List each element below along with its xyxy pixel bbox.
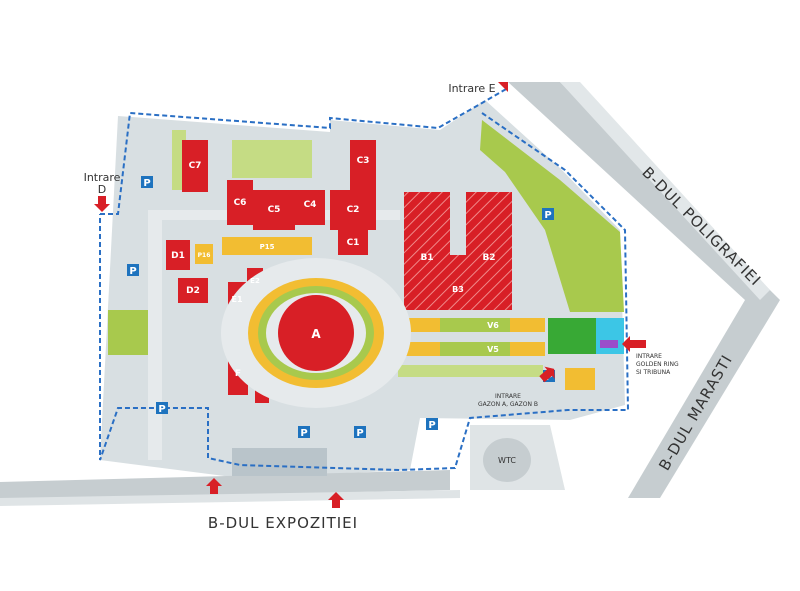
pavilion-east-green-2 <box>440 342 510 356</box>
hall-b1-label: B1 <box>420 253 433 263</box>
hall-b2 <box>466 192 512 310</box>
road-poligrafiei-label: B-DUL POLIGRAFIEI <box>638 163 764 289</box>
pavilion-south-row <box>398 365 543 377</box>
road-marasti <box>628 300 780 498</box>
hall-e1-label: E1 <box>231 295 242 304</box>
entrance-arrow-icon <box>622 336 646 352</box>
entrance-arrow-icon <box>206 478 222 494</box>
parking-icon: P <box>127 264 139 277</box>
entrance-d-label: Intrare <box>84 171 121 184</box>
hall-b3 <box>450 255 466 310</box>
parking-icon: P <box>354 426 366 439</box>
hall-a <box>278 295 354 371</box>
pavilion-p16-label: P16 <box>198 252 211 259</box>
hall-c3-label: C3 <box>357 156 370 166</box>
hall-c5-label: C5 <box>268 205 281 215</box>
hall-b2-label: B2 <box>482 253 495 263</box>
hall-d1 <box>166 240 190 270</box>
pavilion-p15-label: P15 <box>260 243 275 251</box>
entrance-e-label: Intrare E <box>448 82 495 95</box>
pavilion-v6-label: V6 <box>487 321 499 330</box>
hall-c7 <box>182 140 208 192</box>
pavilion-p15 <box>222 237 312 255</box>
hall-b3-label: B3 <box>452 285 464 294</box>
svg-text:P: P <box>300 428 307 439</box>
hall-b1 <box>404 192 450 310</box>
svg-text:P: P <box>143 178 150 189</box>
pavilion-gazon <box>565 368 595 390</box>
entrance-golden-ring-label: GOLDEN RING <box>636 361 679 368</box>
hall-c6-label: C6 <box>234 198 247 208</box>
pavilion-v5-label: V5 <box>487 345 499 354</box>
hall-c1 <box>338 230 368 255</box>
entrance-gazon-label: GAZON A, GAZON B <box>478 401 538 408</box>
entrance-arrow-icon <box>328 492 344 508</box>
hall-c1-label: C1 <box>347 238 360 248</box>
site-boundary <box>99 87 630 472</box>
entrance-gazon-label: INTRARE <box>495 393 521 400</box>
pavilion-east-green-1 <box>440 318 510 332</box>
svg-text:P: P <box>356 428 363 439</box>
road-expozitiei-label: B-DUL EXPOZITIEI <box>208 514 358 532</box>
green-golden-field <box>548 318 596 354</box>
hall-e2-label: E2 <box>250 277 260 285</box>
entrance-arrow-icon <box>94 196 110 212</box>
entrance-arrow-icon <box>498 82 508 92</box>
entrance-arrow-icon <box>539 366 555 383</box>
hall-d2 <box>178 278 208 303</box>
svg-text:P: P <box>544 210 551 221</box>
hall-c2-label: C2 <box>347 205 360 215</box>
hall-a-label: A <box>311 327 321 341</box>
svg-text:P: P <box>158 404 165 415</box>
green-west-lot <box>108 310 148 355</box>
road-expozitiei-strip <box>0 490 460 506</box>
hall-d2-label: D2 <box>186 286 200 296</box>
svg-text:P: P <box>428 420 435 431</box>
pavilion-p16 <box>195 244 213 264</box>
hall-d1-label: D1 <box>171 251 185 261</box>
hall-f-label: F <box>235 369 241 379</box>
hall-c4 <box>295 190 325 225</box>
parking-area-sw <box>232 448 327 476</box>
golden-ring-stage <box>596 318 624 354</box>
parking-icon: P <box>542 208 554 221</box>
hall-c2 <box>330 190 376 230</box>
hall-c3 <box>350 140 376 190</box>
hall-c4-label: C4 <box>304 200 317 210</box>
green-north-c <box>232 140 312 178</box>
entrance-d-label: D <box>98 183 106 196</box>
parking-icon: P <box>156 402 168 415</box>
hall-c6 <box>227 180 253 225</box>
wtc-core <box>483 438 531 482</box>
parking-icon: P <box>426 418 438 431</box>
hall-c5 <box>253 190 295 230</box>
road-marasti-inner <box>560 82 770 300</box>
wtc-label: WTC <box>498 456 516 465</box>
entrance-golden-ring-label: SI TRIBUNA <box>636 369 671 376</box>
hall-c7-label: C7 <box>189 161 202 171</box>
parking-icon: P <box>298 426 310 439</box>
entrance-golden-ring-label: INTRARE <box>636 353 662 360</box>
parking-icon: P <box>141 176 153 189</box>
golden-ring-tribune <box>600 340 618 348</box>
inner-road-west <box>148 210 162 460</box>
svg-text:P: P <box>129 266 136 277</box>
